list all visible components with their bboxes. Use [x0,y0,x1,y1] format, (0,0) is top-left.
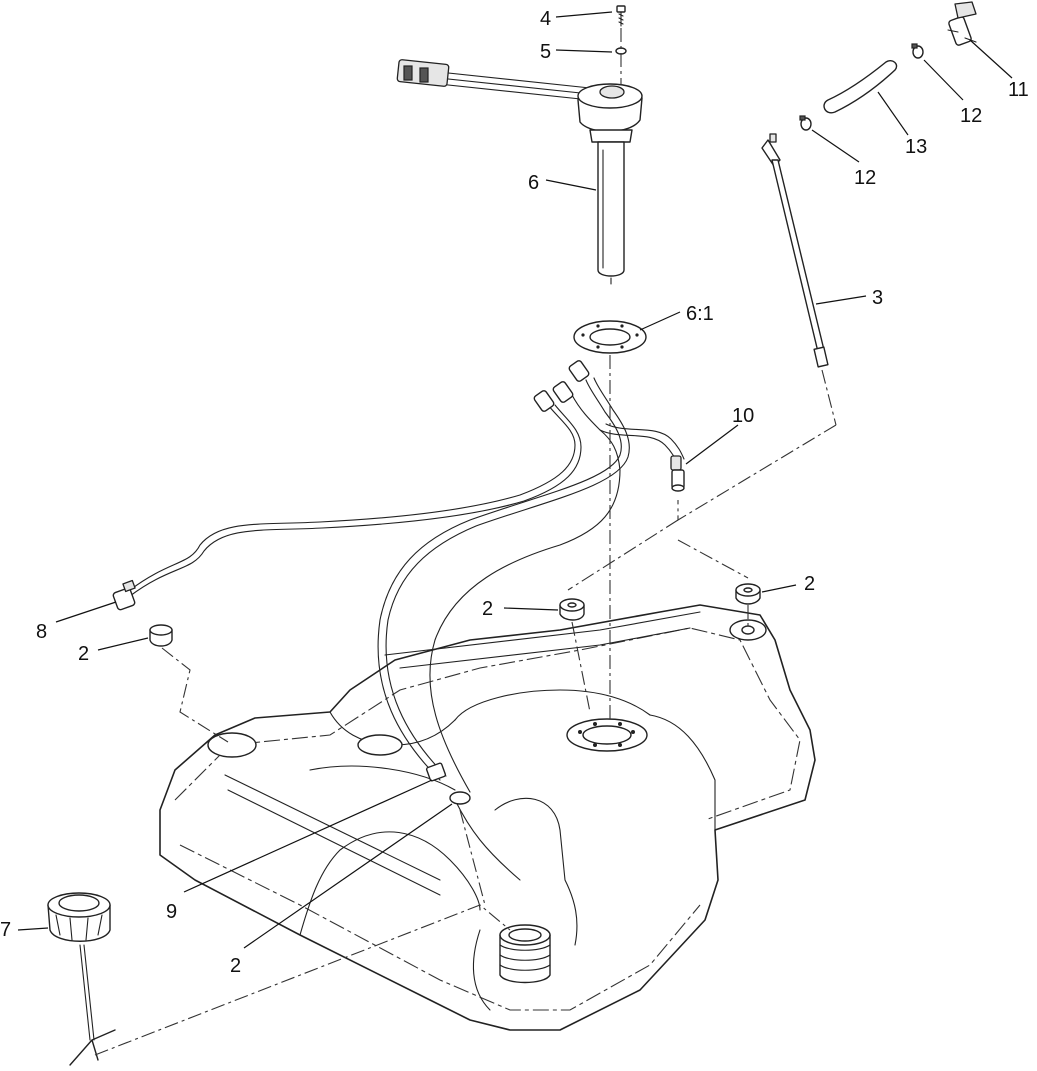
grommet-left [149,624,173,647]
leader-lines [17,11,1013,949]
fuel-line-connectors [533,360,682,471]
filler-neck [499,924,551,984]
grommet-tank [449,791,471,805]
callout-2-bottom: 2 [230,955,241,977]
callout-10: 10 [732,405,754,427]
fuel-sender-unit [396,59,643,285]
callout-13: 13 [905,136,927,158]
grommet-top-left [559,598,585,621]
callout-labels: 4 5 6 6:1 3 10 11 12 12 13 2 2 2 8 9 2 7 [0,8,1029,977]
callout-6: 6 [528,172,539,194]
elbow-fitting [671,469,685,492]
screw [616,5,626,27]
callout-2-top-right: 2 [804,573,815,595]
hose-clamp-lower [799,115,812,131]
callout-3: 3 [872,287,883,309]
fuel-shutoff-valve [947,1,977,46]
assembly-lines [94,355,837,1056]
pickup-tube [761,133,829,368]
tank-fitting-9 [425,762,447,782]
callout-11: 11 [1008,79,1029,101]
callout-5: 5 [540,41,551,63]
fuel-hose [823,60,898,114]
callout-12-lower: 12 [854,167,876,189]
grommet-top-right [735,583,761,605]
callout-2-left: 2 [78,643,89,665]
callout-6-1: 6:1 [686,303,714,325]
callout-7: 7 [0,919,11,941]
callout-4: 4 [540,8,551,30]
callout-12-upper: 12 [960,105,982,127]
fuel-cap [47,892,116,1066]
callout-2-top-left: 2 [482,598,493,620]
fuel-lines [129,377,685,881]
tank-fitting [112,579,136,611]
sender-gasket [573,320,647,354]
callout-8: 8 [36,621,47,643]
hose-clamp-upper [911,43,924,59]
fuel-tank [159,604,816,1031]
callout-9: 9 [166,901,177,923]
